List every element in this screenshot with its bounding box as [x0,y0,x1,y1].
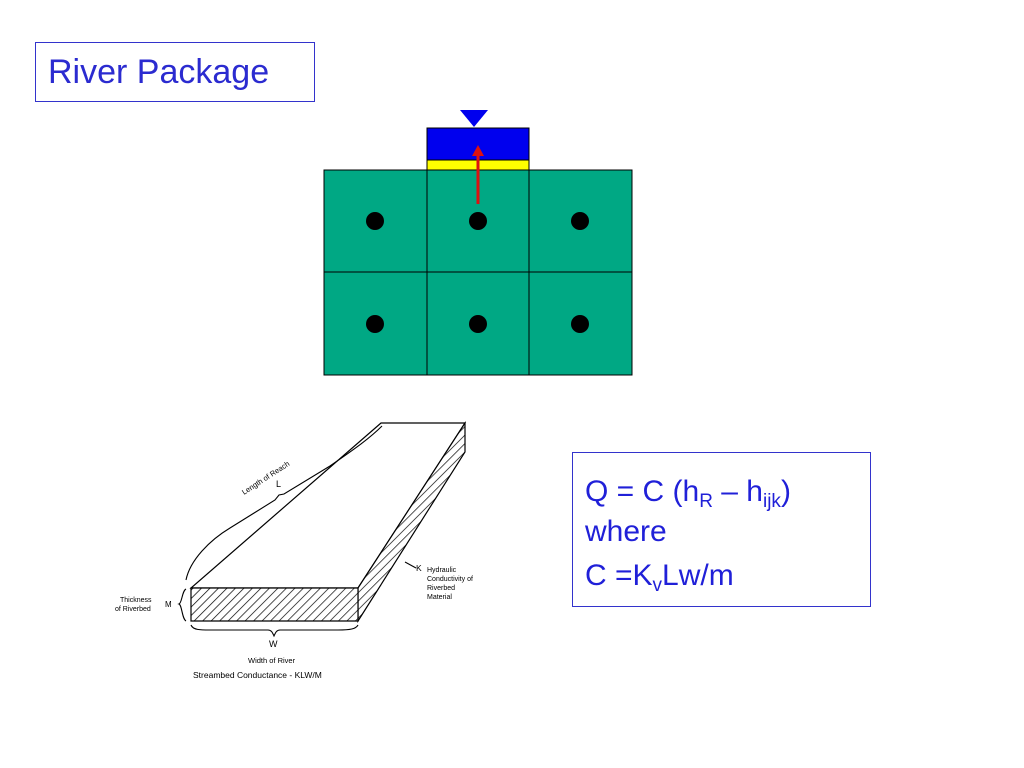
cell-node [366,212,384,230]
equation-box: Q = C (hR – hijk) where C =KvLw/m [572,452,871,607]
where-text: where [585,515,667,548]
thickness-label-2: of Riverbed [115,606,151,613]
cell-node [469,315,487,333]
cell-node [469,212,487,230]
hydraulic-label-2: Conductivity of [427,576,473,583]
model-grid [323,169,633,376]
title-box: River Package [35,42,315,102]
conductance-equation: C =KvLw/m [585,559,734,596]
hydraulic-label-3: Riverbed [427,585,455,592]
streambed-figure: Length of Reach L M Thickness of Riverbe… [115,420,473,680]
hydraulic-label-4: Material [427,594,452,601]
water-level-icon [460,110,488,127]
streambed-front [190,587,359,622]
cell-node [571,315,589,333]
width-of-river-label: Width of River [248,656,296,665]
k-symbol: K [416,563,422,573]
thickness-label-1: Thickness [120,597,152,604]
w-symbol: W [269,639,278,649]
length-of-reach-label: Length of Reach [240,459,291,497]
l-symbol: L [276,479,281,489]
flux-equation: Q = C (hR – hijk) [585,475,791,512]
page-title: River Package [48,53,270,91]
hydraulic-label-1: Hydraulic [427,567,457,574]
cell-node [571,212,589,230]
flow-arrow-icon [472,145,484,204]
figure-caption: Streambed Conductance - KLW/M [193,670,322,680]
cell-node [366,315,384,333]
m-symbol: M [165,600,172,609]
